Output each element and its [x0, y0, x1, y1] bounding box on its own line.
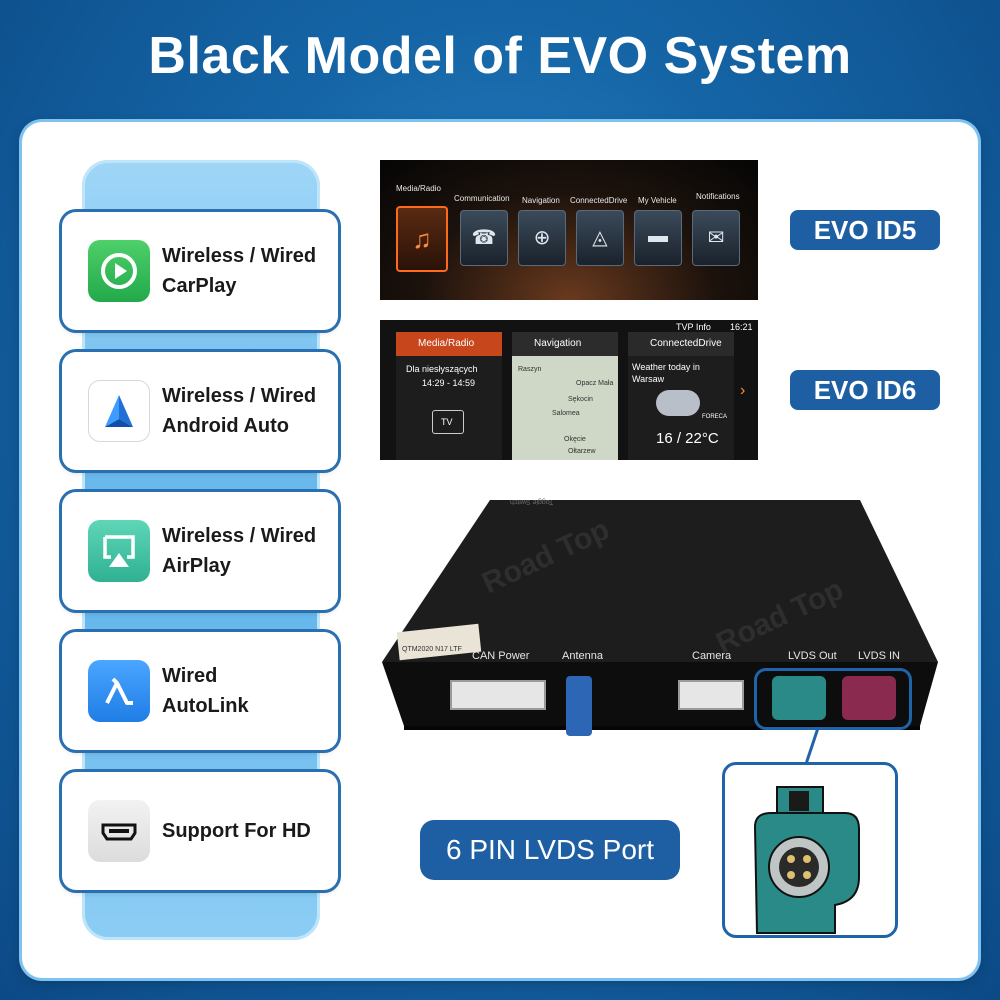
autolink-icon	[88, 660, 150, 722]
feature-card-carplay: Wireless / Wired CarPlay	[62, 212, 338, 330]
menu-label: My Vehicle	[638, 196, 677, 205]
connecteddrive-tile: ◬	[576, 210, 624, 266]
menu-label: Notifications	[696, 192, 740, 201]
toggle-switch-label: Toggle Switch	[510, 498, 554, 505]
feature-card-hd: Support For HD	[62, 772, 338, 890]
map-place: Salomea	[552, 410, 580, 417]
car-icon: ▬	[648, 225, 668, 247]
status-text: TVP Info	[676, 322, 711, 332]
feature-line2: AutoLink	[162, 695, 249, 717]
evo-id5-screen: Media/Radio Communication Navigation Con…	[380, 160, 758, 300]
tv-label: TV	[441, 417, 453, 427]
phone-icon: ☎	[471, 227, 497, 249]
connected-icon: ◬	[592, 227, 608, 249]
feature-line2: Android Auto	[162, 415, 290, 437]
map-place: Opacz Mała	[576, 380, 614, 387]
weather-line2: Warsaw	[632, 374, 665, 384]
clock: 16:21	[730, 322, 753, 332]
antenna-connector	[566, 676, 592, 736]
camera-connector	[678, 680, 744, 710]
callout-line	[804, 728, 820, 765]
my-vehicle-tile: ▬	[634, 210, 682, 266]
feature-card-autolink: Wired AutoLink	[62, 632, 338, 750]
port-label-can-power: CAN Power	[472, 650, 530, 662]
feature-line1: Wireless / Wired	[162, 245, 317, 267]
android-auto-icon	[88, 380, 150, 442]
port-label-lvds-out: LVDS Out	[788, 650, 837, 662]
sticker-text: QTM2020 N17 LTF	[402, 646, 462, 653]
feature-line2: AirPlay	[162, 555, 231, 577]
tv-icon: TV	[432, 410, 464, 434]
cloud-icon	[656, 390, 700, 416]
page-title: Black Model of EVO System	[148, 27, 852, 85]
media-radio-panel: Media/Radio Dla niesłyszących 14:29 - 14…	[396, 332, 502, 460]
program-time: 14:29 - 14:59	[422, 378, 476, 388]
lvds-connector-closeup	[753, 786, 860, 934]
menu-label: ConnectedDrive	[570, 196, 628, 205]
communication-tile: ☎	[460, 210, 508, 266]
temperature: 16 / 22°C	[656, 430, 719, 447]
port-label-lvds-in: LVDS IN	[858, 650, 900, 662]
panel-title: Navigation	[512, 332, 618, 356]
lvds-zoom-box	[722, 762, 898, 938]
map-place: Okęcie	[564, 436, 586, 443]
carplay-icon	[88, 240, 150, 302]
evo-id6-tag: EVO ID6	[790, 370, 940, 410]
lvds-port-tag: 6 PIN LVDS Port	[420, 820, 680, 880]
evo-id6-screen: TVP Info 16:21 Media/Radio Dla niesłyszą…	[380, 320, 758, 460]
navigation-tile: ⊕	[518, 210, 566, 266]
feature-line1: Wireless / Wired	[162, 525, 317, 547]
map-place: Ołtarzew	[568, 448, 596, 455]
navigation-panel: Navigation Raszyn Opacz Mała Sękocin Sal…	[512, 332, 618, 460]
music-note-icon: ♫	[412, 224, 432, 254]
weather-line1: Weather today in	[632, 362, 700, 372]
menu-label: Communication	[454, 194, 510, 203]
notifications-tile: ✉	[692, 210, 740, 266]
lvds-out-connector	[772, 676, 826, 720]
feature-line1: Wireless / Wired	[162, 385, 317, 407]
menu-label: Media/Radio	[396, 184, 441, 193]
port-label-antenna: Antenna	[562, 650, 603, 662]
can-power-connector	[450, 680, 546, 710]
evo-id5-tag: EVO ID5	[790, 210, 940, 250]
hdmi-icon	[88, 800, 150, 862]
menu-label: Navigation	[522, 196, 560, 205]
panel-title: ConnectedDrive	[628, 332, 734, 356]
port-label-camera: Camera	[692, 650, 732, 662]
panel-title: Media/Radio	[396, 332, 502, 356]
feature-line2: CarPlay	[162, 275, 237, 297]
media-radio-tile: ♫	[396, 206, 448, 272]
envelope-icon: ✉	[707, 227, 725, 249]
feature-card-android-auto: Wireless / Wired Android Auto	[62, 352, 338, 470]
feature-card-airplay: Wireless / Wired AirPlay	[62, 492, 338, 610]
feature-line1: Support For HD	[162, 820, 311, 842]
program-title: Dla niesłyszących	[406, 364, 478, 374]
lvds-in-connector	[842, 676, 896, 720]
lvds-highlight	[754, 668, 912, 730]
compass-icon: ⊕	[533, 227, 551, 249]
map-place: Sękocin	[568, 396, 593, 403]
feature-line1: Wired	[162, 665, 218, 687]
chevron-right-icon: ›	[740, 382, 746, 399]
weather-provider: FORECA	[702, 414, 728, 420]
connecteddrive-panel: ConnectedDrive Weather today in Warsaw F…	[628, 332, 734, 460]
airplay-icon	[88, 520, 150, 582]
map-place: Raszyn	[518, 366, 542, 373]
